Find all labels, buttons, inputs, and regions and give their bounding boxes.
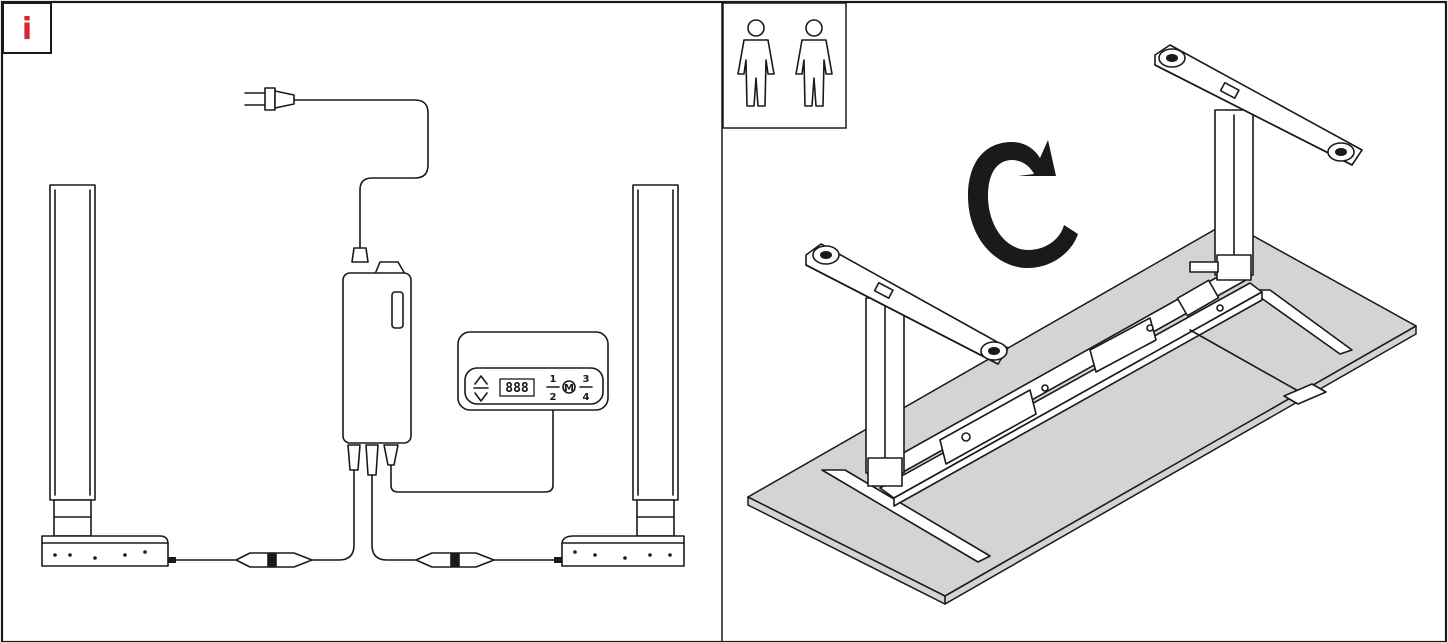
flip-assembly-panel	[722, 2, 1417, 605]
height-display-digits: 888	[505, 381, 529, 396]
up-arrow-icon	[474, 375, 488, 385]
front-mounting-bracket	[821, 469, 991, 563]
two-persons-icon	[722, 2, 847, 129]
memory-button	[562, 380, 576, 394]
rotate-arrow-icon	[968, 140, 1078, 268]
height-display	[499, 378, 535, 397]
preset-4-label: 4	[583, 392, 590, 403]
preset-1-label: 1	[550, 374, 557, 385]
wiring-panel: i	[2, 2, 685, 568]
mounted-hand-control	[1189, 329, 1327, 405]
preset-3-label: 3	[583, 374, 590, 385]
preset-2-label: 2	[550, 392, 557, 403]
info-badge: i	[2, 2, 52, 54]
front-leg-column	[865, 297, 905, 487]
control-box	[342, 241, 412, 476]
right-motor-cable	[371, 474, 417, 561]
left-leg-column	[41, 184, 176, 567]
rear-leg-column	[1189, 109, 1254, 281]
info-icon: i	[22, 12, 32, 47]
frame-crossbar	[879, 269, 1263, 507]
power-cable	[293, 99, 429, 243]
hand-control-panel: 888 1 2 M 3 4	[457, 331, 609, 411]
front-top-foot	[805, 243, 1009, 365]
left-motor-cable	[311, 469, 355, 561]
memory-label: M	[564, 383, 574, 394]
rear-top-foot	[1154, 44, 1363, 166]
down-arrow-icon	[474, 392, 488, 402]
power-plug-icon	[244, 87, 295, 111]
handset-cable	[390, 409, 554, 493]
right-leg-column	[554, 184, 685, 567]
info-badge-box	[2, 2, 52, 54]
